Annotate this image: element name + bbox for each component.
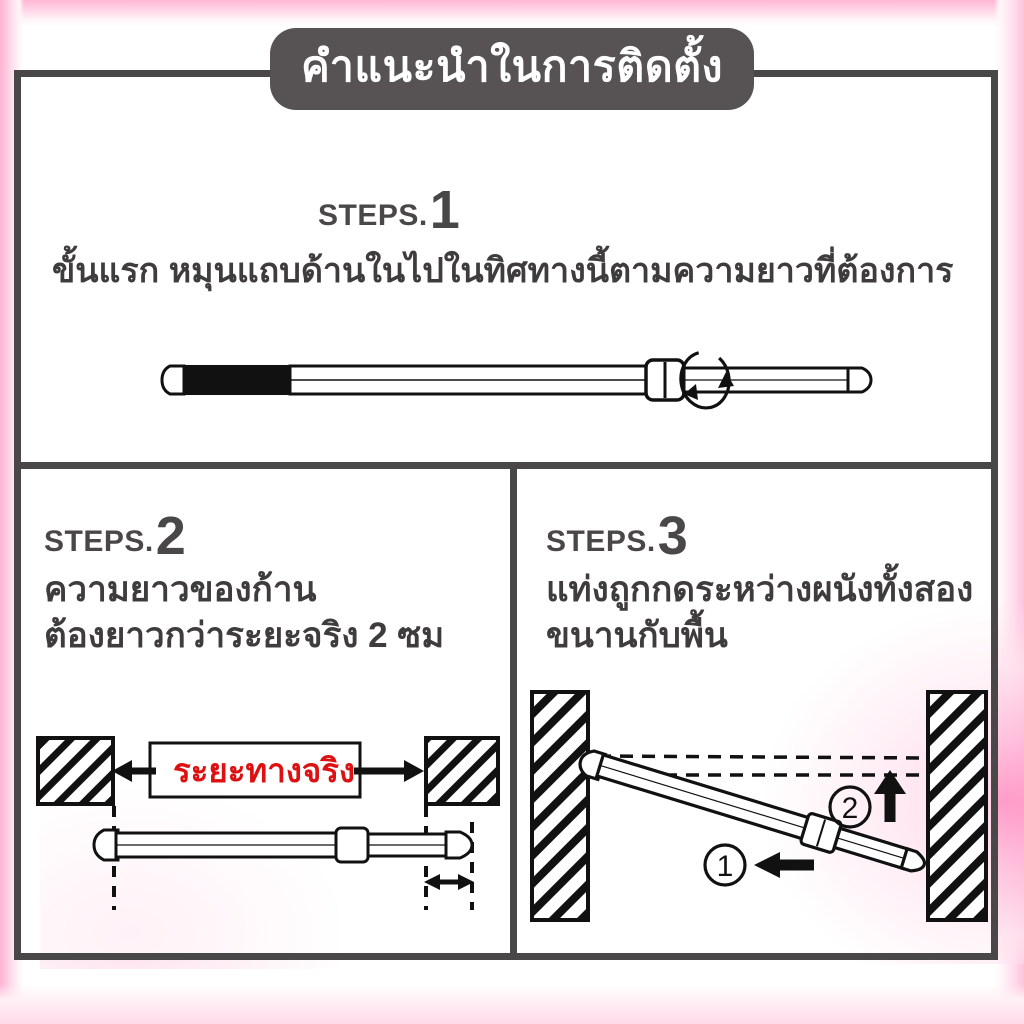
page-title-pill: คำแนะนำในการติดตั้ง	[270, 28, 754, 110]
left-wall-column	[530, 690, 590, 922]
step-1-label: STEPS. 1	[318, 180, 460, 240]
marker-2-number: 2	[842, 792, 859, 825]
step-2-description-line-1: ความยาวของก้าน	[44, 570, 317, 609]
frame-vertical-divider	[510, 462, 517, 960]
rod-illustration	[92, 826, 474, 864]
instruction-frame	[14, 70, 998, 960]
step-1-rod-illustration	[160, 336, 880, 426]
step-2-label-word: STEPS.	[44, 525, 154, 558]
pink-edge-glow-top	[0, 0, 1024, 26]
step-1-label-word: STEPS.	[318, 199, 428, 232]
step-3-label-word: STEPS.	[546, 525, 656, 558]
step-1-description: ขั้นแรก หมุนแถบด้านในไปในทิศทางนี้ตามควา…	[52, 252, 954, 290]
right-wall-column	[926, 690, 988, 922]
step-2-label: STEPS. 2	[44, 506, 186, 566]
step-3-label-number: 3	[657, 506, 688, 566]
tilted-rod-illustration	[578, 749, 927, 873]
marker-1-circle	[703, 843, 747, 887]
step-3-diagram: 2 1	[522, 662, 1002, 952]
step-2-diagram: ระยะทางจริง	[28, 726, 508, 916]
step-2-label-number: 2	[155, 506, 186, 566]
marker-2-circle	[828, 785, 872, 829]
frame-horizontal-divider	[14, 462, 998, 469]
step-1-label-number: 1	[429, 180, 460, 240]
actual-distance-label: ระยะทางจริง	[172, 752, 356, 789]
right-wall-block	[424, 736, 500, 806]
step-3-description-line-2: ขนานกับพื้น	[546, 616, 728, 655]
marker-2-up-arrow	[874, 770, 906, 822]
left-wall-block	[36, 736, 115, 806]
step-3-label: STEPS. 3	[546, 506, 688, 566]
marker-1-left-arrow	[754, 852, 814, 878]
step-3-description-line-1: แท่งถูกกดระหว่างผนังทั้งสอง	[546, 570, 974, 609]
page-title: คำแนะนำในการติดตั้ง	[300, 42, 724, 91]
overlap-measure-arrow	[424, 874, 474, 890]
pink-edge-glow-bottom	[0, 984, 1024, 1024]
actual-distance-callout	[148, 741, 362, 799]
step-2-description-line-2: ต้องยาวกว่าระยะจริง 2 ซม	[44, 616, 445, 655]
marker-1-number: 1	[717, 850, 734, 883]
rotation-arrow-icon	[679, 350, 734, 410]
